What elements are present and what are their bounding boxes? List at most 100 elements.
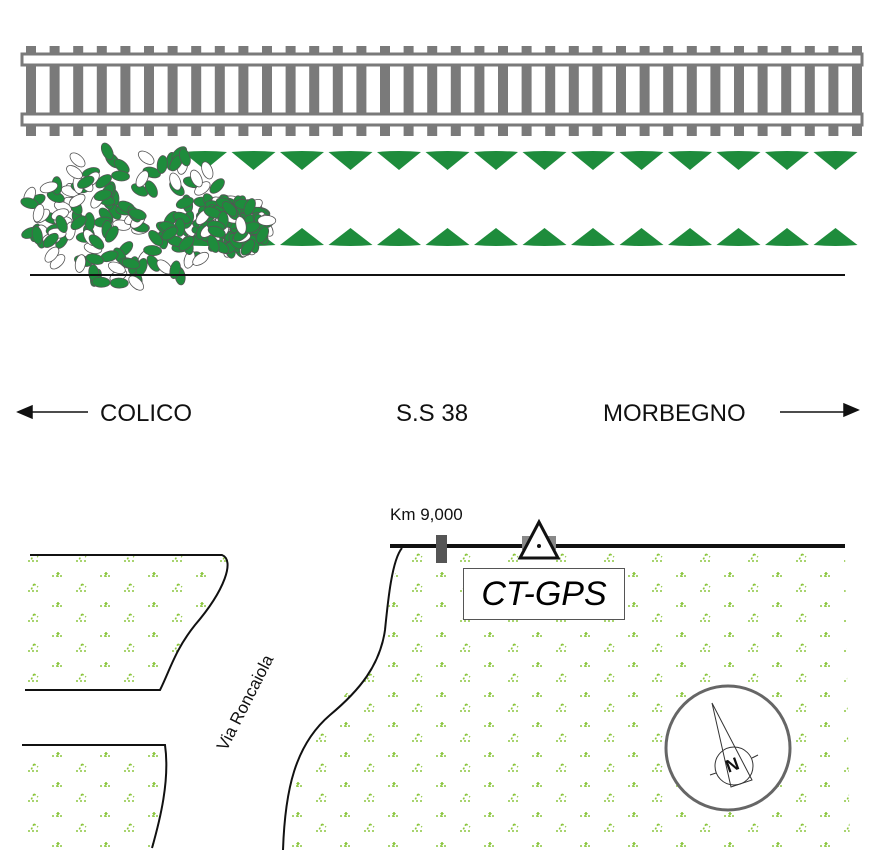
bush-leaf	[128, 275, 144, 291]
hedge-shrub	[765, 228, 809, 246]
hedge-shrub	[522, 228, 567, 246]
rail-tie	[49, 46, 60, 136]
rail-tie	[144, 46, 154, 136]
bush-leaf	[91, 276, 111, 288]
bush-leaf	[135, 170, 149, 188]
bush-leaf	[257, 215, 277, 226]
bush-leaf	[207, 225, 226, 238]
parcel-west-upper	[20, 555, 228, 690]
rail-tie	[521, 46, 532, 136]
station-label: CT-GPS	[463, 568, 625, 620]
bush-leaf	[100, 142, 114, 161]
rail-tie	[332, 46, 343, 136]
bush-leaf	[88, 234, 105, 250]
hedge-shrub	[474, 151, 518, 170]
hedge-shrub	[813, 151, 858, 170]
rail-tie	[545, 46, 556, 136]
rail-tie	[191, 46, 202, 136]
bush-leaf	[222, 201, 238, 217]
bush-leaf	[175, 196, 194, 209]
bush-leaf	[201, 161, 214, 180]
bush	[20, 142, 277, 291]
hedge-shrub	[668, 151, 712, 170]
bush-leaf	[121, 258, 141, 270]
bush-leaf	[95, 174, 112, 189]
rail	[20, 52, 864, 67]
arrow-east-icon	[780, 402, 860, 418]
rail-tie	[828, 46, 839, 136]
bush-leaf	[190, 169, 203, 188]
hedge-shrub	[716, 151, 761, 170]
bush-leaf	[74, 254, 87, 273]
bush-leaf	[235, 216, 247, 235]
bush-leaf	[156, 155, 168, 174]
rail-tie	[96, 46, 107, 136]
rail-tie	[26, 46, 36, 136]
rail-tie	[167, 46, 178, 136]
rail-tie	[238, 46, 249, 136]
bush-leaf	[77, 175, 95, 189]
bush-leaf	[128, 208, 147, 221]
bush-leaf	[109, 277, 129, 289]
road-name-label: S.S 38	[396, 400, 469, 427]
km-marker-label: Km 9,000	[390, 505, 463, 524]
bush-leaf	[39, 181, 59, 194]
rail-tie	[427, 46, 438, 136]
hedge-row-top	[183, 151, 858, 170]
bush-leaf	[209, 178, 225, 194]
hedge-shrub	[377, 151, 421, 170]
bush-leaf	[104, 225, 119, 243]
rail-tie	[285, 46, 296, 136]
hedge-shrub	[765, 151, 809, 170]
rail-tie	[309, 46, 320, 136]
rail-tie	[120, 46, 131, 136]
railway	[20, 46, 864, 136]
hedge-shrub	[522, 151, 567, 170]
bush-leaf	[169, 172, 182, 191]
rail-tie	[592, 46, 603, 136]
arrow-west-icon	[16, 404, 88, 420]
rail-tie	[498, 46, 508, 136]
hedge-row-bottom	[183, 228, 858, 246]
km-marker-post	[436, 535, 447, 563]
bush-leaf	[66, 165, 83, 180]
bush-leaf	[69, 152, 86, 168]
rail-tie	[450, 46, 461, 136]
bush-leaf	[31, 225, 43, 245]
bush-leaf	[68, 193, 86, 208]
hedge-shrub	[813, 228, 858, 246]
destination-west-label: COLICO	[100, 400, 193, 427]
rail-tie	[214, 46, 225, 136]
rail-tie	[262, 46, 272, 136]
north-arrow-icon	[664, 684, 792, 812]
survey-point-icon	[517, 518, 561, 560]
bush-leaf	[207, 235, 220, 253]
bush-leaf	[111, 170, 130, 182]
bush-leaf	[243, 198, 256, 217]
rail-tie	[474, 46, 485, 136]
parcel-west-lower	[20, 745, 167, 853]
bush-leaf	[137, 150, 155, 165]
bush-leaf	[93, 189, 113, 202]
bush-leaf	[70, 215, 87, 231]
hedge-shrub	[619, 151, 664, 170]
rail-tie	[73, 46, 84, 136]
rail-tie	[757, 46, 768, 136]
rail-tie	[804, 46, 815, 136]
bush-leaf	[55, 215, 68, 233]
rail-tie	[639, 46, 650, 136]
hedge-shrub	[280, 151, 324, 170]
hedge-shrub	[377, 228, 421, 246]
bush-leaf	[240, 239, 255, 256]
rail-tie	[781, 46, 792, 136]
destination-east-label: MORBEGNO	[603, 400, 746, 427]
hedge-shrub	[571, 228, 615, 246]
rail-tie	[403, 46, 414, 136]
rail-tie	[852, 46, 862, 136]
rail-tie	[356, 46, 367, 136]
hedge-shrub	[231, 151, 276, 170]
hedge-shrub	[183, 151, 227, 170]
rail-tie	[686, 46, 697, 136]
